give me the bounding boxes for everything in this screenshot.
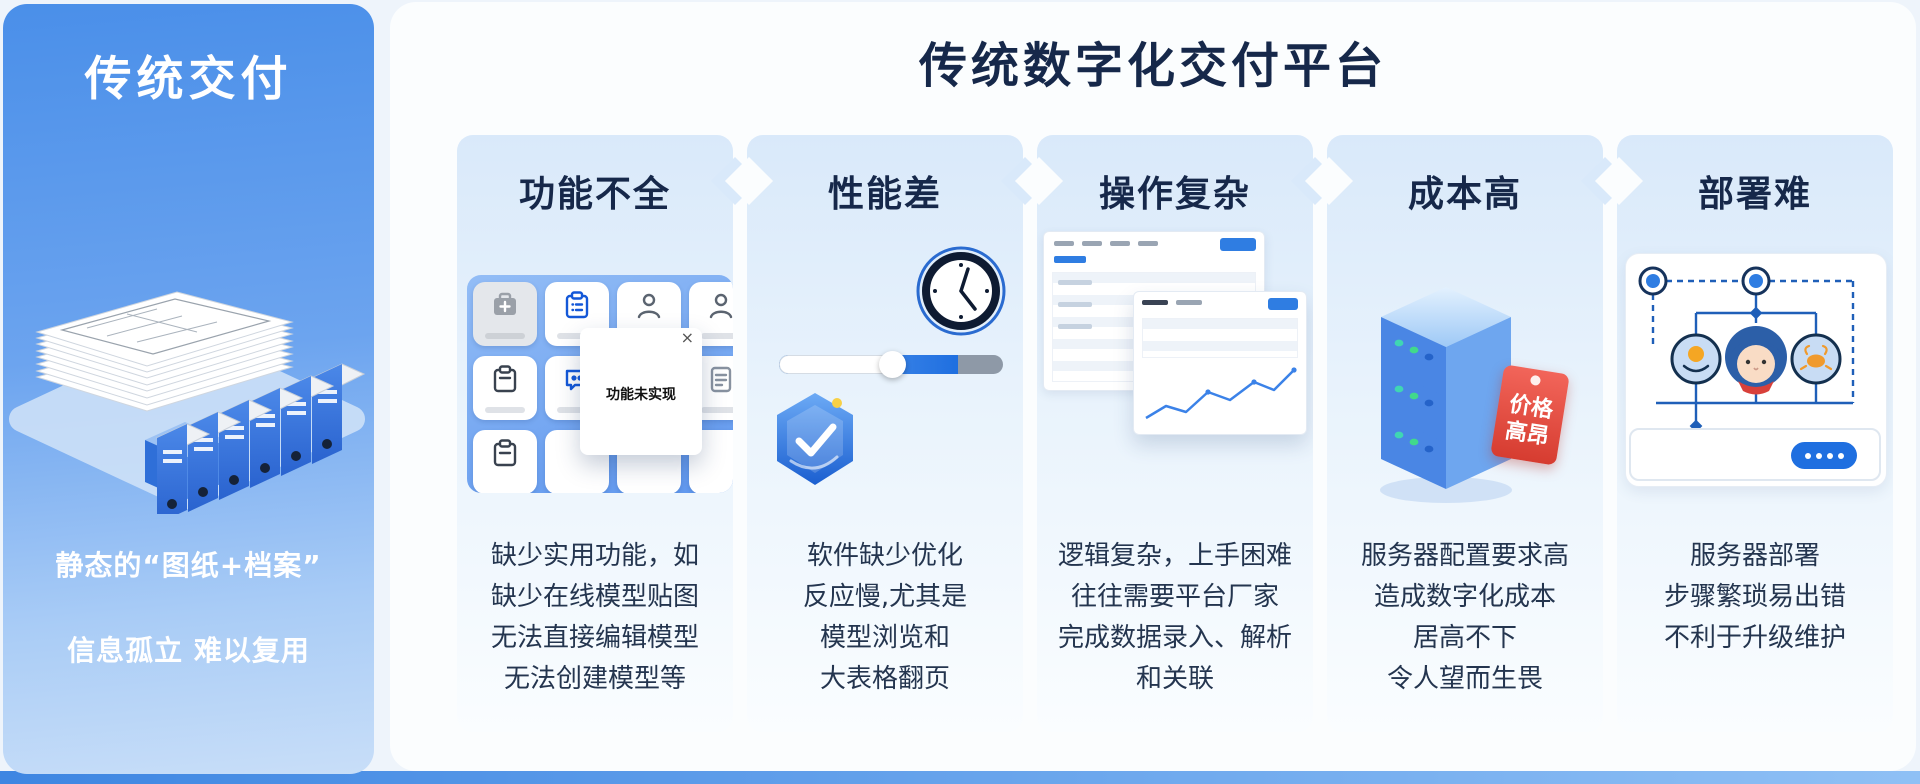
toolbar-item-bar (1082, 241, 1102, 246)
header-bar (1142, 300, 1168, 305)
card-poor-performance: 性能差 (747, 135, 1023, 732)
card-text-line: 模型浏览和 (819, 623, 950, 653)
card-description: 逻辑复杂，上手困难 往往需要平台厂家 完成数据录入、解析 和关联 (1037, 536, 1313, 700)
binder-row (155, 363, 366, 524)
close-icon: × (680, 328, 694, 347)
table-cell-bar (1058, 302, 1092, 307)
card-description: 软件缺少优化 反应慢,尤其是 模型浏览和 大表格翻页 (747, 536, 1023, 700)
toolbox-plus-icon (494, 292, 516, 315)
avatar-kid (1725, 326, 1787, 395)
server-stack-illustration (1371, 285, 1521, 509)
data-table (1142, 318, 1298, 358)
clipboard-icon (493, 365, 517, 393)
price-tag: 价格 高昂 (1490, 364, 1570, 466)
card-text-line: 逻辑复杂，上手困难 (1057, 541, 1292, 571)
toolbar-item-bar (1054, 241, 1074, 246)
active-tab-bar (1054, 256, 1086, 263)
card-text-line: 服务器配置要求高 (1360, 541, 1569, 571)
dot (1837, 452, 1844, 459)
card-hard-deployment: 部署难 (1617, 135, 1893, 732)
header-button (1268, 298, 1298, 310)
card-text-line: 造成数字化成本 (1373, 582, 1556, 612)
bottom-accent-strip (0, 771, 1920, 784)
header-bar (1176, 300, 1202, 305)
price-tag-hole (1529, 374, 1542, 387)
slider-empty-segment (779, 355, 892, 374)
papers-binders-graphic (9, 291, 366, 524)
shield-check-icon (771, 391, 859, 491)
toolbar-item-bar (1138, 241, 1158, 246)
user-icon (709, 293, 733, 319)
card-title: 功能不全 (518, 174, 671, 215)
clipboard-list-icon (565, 291, 589, 319)
card-description: 缺少实用功能，如 缺少在线模型贴图 无法直接编辑模型 无法创建模型等 (457, 536, 733, 700)
dot (1804, 452, 1811, 459)
clipboard-minus-icon (493, 439, 517, 467)
card-text-line: 完成数据录入、解析 (1057, 623, 1292, 653)
toolbar-button (1220, 238, 1256, 251)
app-label-bar (485, 407, 525, 413)
traditional-delivery-panel: 传统交付 (3, 4, 374, 774)
card-description: 服务器配置要求高 造成数字化成本 居高不下 令人望而生畏 (1327, 536, 1603, 700)
card-text-line: 大表格翻页 (819, 664, 950, 694)
app-label-bar (701, 333, 733, 339)
clock-icon (915, 245, 1007, 341)
app-tile (473, 356, 537, 420)
table-cell-bar (1058, 324, 1092, 329)
ellipsis-pill (1791, 442, 1857, 469)
status-bar (1629, 428, 1881, 481)
card-text-line: 缺少实用功能，如 (490, 541, 699, 571)
card-text-line: 不利于升级维护 (1663, 623, 1846, 653)
caption-line: 信息孤立 难以复用 (67, 634, 310, 667)
card-description: 服务器部署 步骤繁琐易出错 不利于升级维护 (1617, 536, 1893, 659)
left-panel-title: 传统交付 (84, 52, 293, 107)
software-screenshot-front (1133, 291, 1307, 435)
card-text-line: 无法直接编辑模型 (490, 623, 699, 653)
app-label-bar (557, 407, 597, 413)
caption-line: 静态的“图纸+档案” (55, 549, 322, 582)
card-text-line: 和关联 (1135, 664, 1214, 694)
app-label-bar (701, 407, 733, 413)
left-panel-captions: 静态的“图纸+档案” 信息孤立 难以复用 (3, 544, 374, 669)
card-incomplete-features: 功能不全 (457, 135, 733, 732)
card-text-line: 反应慢,尤其是 (802, 582, 968, 612)
flow-diagram (1638, 266, 1855, 433)
card-complex-operation: 操作复杂 (1037, 135, 1313, 732)
card-title: 性能差 (827, 174, 942, 215)
card-title: 部署难 (1697, 174, 1812, 215)
cards-row: 功能不全 (457, 135, 1907, 734)
papers-and-binders-illustration (7, 214, 367, 524)
card-title: 成本高 (1407, 174, 1522, 215)
card-high-cost: 成本高 (1327, 135, 1603, 732)
card-text-line: 无法创建模型等 (503, 664, 686, 694)
main-title: 传统数字化交付平台 (918, 38, 1387, 94)
card-text-line: 缺少在线模型贴图 (490, 582, 699, 612)
card-text-line: 步骤繁琐易出错 (1663, 582, 1846, 612)
avatar-tool (1670, 333, 1722, 385)
card-text-line: 软件缺少优化 (806, 541, 963, 571)
app-label-bar (557, 333, 597, 339)
card-title: 操作复杂 (1098, 174, 1251, 215)
dot (1826, 452, 1833, 459)
document-icon (710, 366, 732, 393)
card-text-line: 令人望而生畏 (1386, 664, 1543, 694)
deployment-flow-illustration (1625, 253, 1887, 487)
feature-not-implemented-popup: × 功能未实现 (580, 328, 702, 455)
app-tile (473, 282, 537, 346)
table-cell-bar (1058, 280, 1092, 285)
toolbar-item-bar (1110, 241, 1130, 246)
app-label-bar (485, 333, 525, 339)
popup-message: 功能未实现 (606, 387, 676, 403)
user-icon (637, 293, 661, 319)
card-text-line: 居高不下 (1412, 623, 1517, 653)
card-text-line: 往往需要平台厂家 (1070, 582, 1279, 612)
app-tile (473, 430, 537, 493)
dot (1815, 452, 1822, 459)
paper-stack (35, 291, 294, 412)
digital-platform-panel: 传统数字化交付平台 功能不全 (390, 2, 1916, 771)
slider-knob (879, 351, 906, 378)
line-chart (1145, 367, 1297, 420)
avatar-crab (1790, 333, 1842, 385)
card-text-line: 服务器部署 (1689, 541, 1820, 571)
